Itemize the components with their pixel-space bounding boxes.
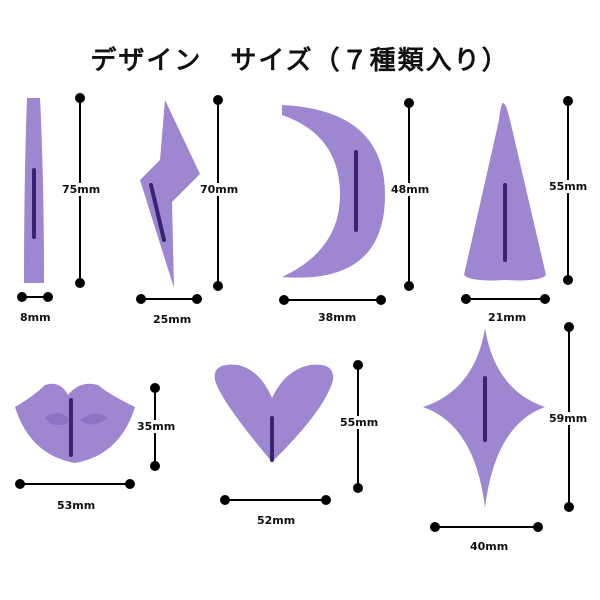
lightning-height: 70mm — [200, 183, 239, 196]
cone-height: 55mm — [549, 180, 588, 193]
star-width: 40mm — [470, 540, 509, 553]
star-height: 59mm — [549, 412, 588, 425]
lightning-shape — [140, 100, 200, 288]
lightning-width: 25mm — [153, 313, 192, 326]
stick-width: 8mm — [20, 311, 51, 324]
moon-width: 38mm — [318, 311, 357, 324]
cone-width: 21mm — [488, 311, 527, 324]
heart-height: 55mm — [340, 416, 379, 429]
lips-width: 53mm — [57, 499, 96, 512]
moon-shape — [282, 105, 385, 278]
lips-shape — [15, 383, 135, 463]
page-title: デザイン サイズ（７種類入り） — [90, 46, 510, 76]
moon-height: 48mm — [391, 183, 430, 196]
heart-width: 52mm — [257, 514, 296, 527]
lips-height: 35mm — [137, 420, 176, 433]
stick-height: 75mm — [62, 183, 101, 196]
heart-shape — [214, 364, 334, 462]
